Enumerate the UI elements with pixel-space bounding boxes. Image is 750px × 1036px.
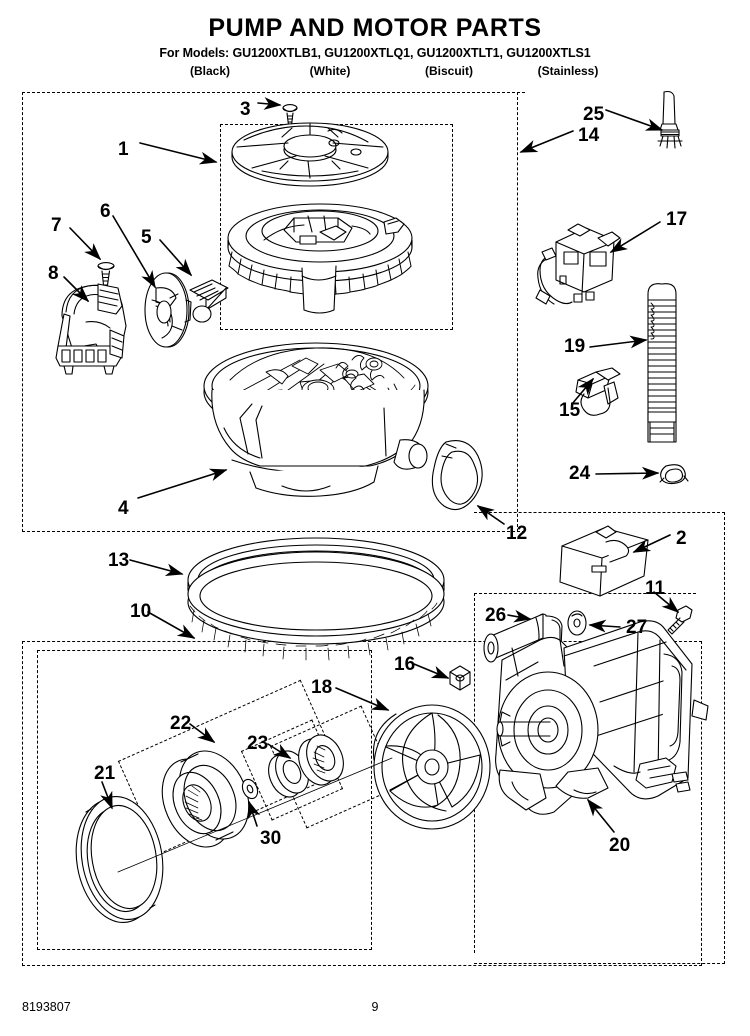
- part-8-drain-pump-assembly: [55, 283, 127, 375]
- footer-page-number: 9: [371, 1000, 379, 1014]
- callout-3: 3: [240, 99, 251, 120]
- part-10-lower-gasket-ring: [187, 551, 445, 661]
- callout-14: 14: [578, 125, 600, 146]
- part-20-motor-assembly: [495, 620, 709, 815]
- page-title: PUMP AND MOTOR PARTS: [208, 14, 542, 42]
- group-box-outer-upper: [22, 92, 525, 532]
- footer-part-number: 8193807: [22, 1000, 71, 1014]
- callout-20: 20: [609, 835, 631, 856]
- part-24-hose-clamp: [659, 464, 689, 485]
- callout-12: 12: [506, 523, 528, 544]
- callout-4: 4: [118, 498, 129, 519]
- callout-27: 27: [626, 617, 648, 638]
- finish-label-white: (White): [309, 64, 351, 78]
- finish-label-stainless: (Stainless): [537, 64, 599, 78]
- callout-18: 18: [311, 677, 333, 698]
- callout-26: 26: [485, 605, 507, 626]
- callout-19: 19: [564, 336, 586, 357]
- part-25-thermistor-probe: [657, 90, 683, 149]
- part-5-chopper-blade: [189, 279, 229, 323]
- part-30-washer: [241, 778, 259, 800]
- part-19-corrugated-hose: [647, 283, 677, 443]
- part-12-retaining-clip-ring: [431, 440, 483, 511]
- callout-8: 8: [48, 263, 59, 284]
- callout-7: 7: [51, 215, 62, 236]
- callout-13: 13: [108, 550, 130, 571]
- callout-5: 5: [141, 227, 152, 248]
- part-18-impeller: [372, 704, 491, 830]
- finish-label-black: (Black): [189, 64, 230, 78]
- finish-labels: (Black) (White) (Biscuit) (Stainless): [0, 64, 750, 78]
- callout-23: 23: [247, 733, 269, 754]
- part-6-filter-disc: [144, 272, 192, 348]
- callout-10: 10: [130, 601, 152, 622]
- finish-label-biscuit: (Biscuit): [425, 64, 473, 78]
- part-3-spray-arm-screw: [282, 104, 298, 126]
- callout-15: 15: [559, 400, 581, 421]
- part-21-motor-seal-ring: [75, 795, 164, 924]
- callout-30: 30: [260, 828, 282, 849]
- part-1b-lower-toothed-disc: [227, 203, 413, 314]
- part-7-mounting-screw: [97, 262, 115, 286]
- callout-21: 21: [94, 763, 116, 784]
- part-17-thermostat-switch: [535, 223, 621, 305]
- group-box-upper-right: [517, 92, 732, 532]
- part-1-upper-spray-arm: [231, 122, 389, 187]
- part-22-bearing-housing: [161, 750, 250, 848]
- callout-6: 6: [100, 201, 111, 222]
- callout-17: 17: [666, 209, 688, 230]
- callout-11: 11: [645, 578, 666, 599]
- leader-lines: [63, 97, 680, 833]
- part-11-hex-head-screw: [667, 605, 693, 635]
- part-23-seal-kit: [268, 734, 344, 798]
- model-list: For Models: GU1200XTLB1, GU1200XTLQ1, GU…: [159, 46, 591, 60]
- callout-2: 2: [676, 528, 687, 549]
- part-2-float-switch-cover: [559, 525, 649, 597]
- callout-16: 16: [394, 654, 416, 675]
- callout-1: 1: [118, 139, 129, 160]
- group-box-bearing-section: [37, 650, 372, 950]
- part-27-grommet: [567, 610, 587, 636]
- part-4-pump-housing: [203, 342, 429, 497]
- part-16-impeller-nut: [449, 665, 471, 691]
- callout-25: 25: [583, 104, 605, 125]
- callout-22: 22: [170, 713, 192, 734]
- callout-24: 24: [569, 463, 591, 484]
- group-box-lower-right: [474, 512, 725, 964]
